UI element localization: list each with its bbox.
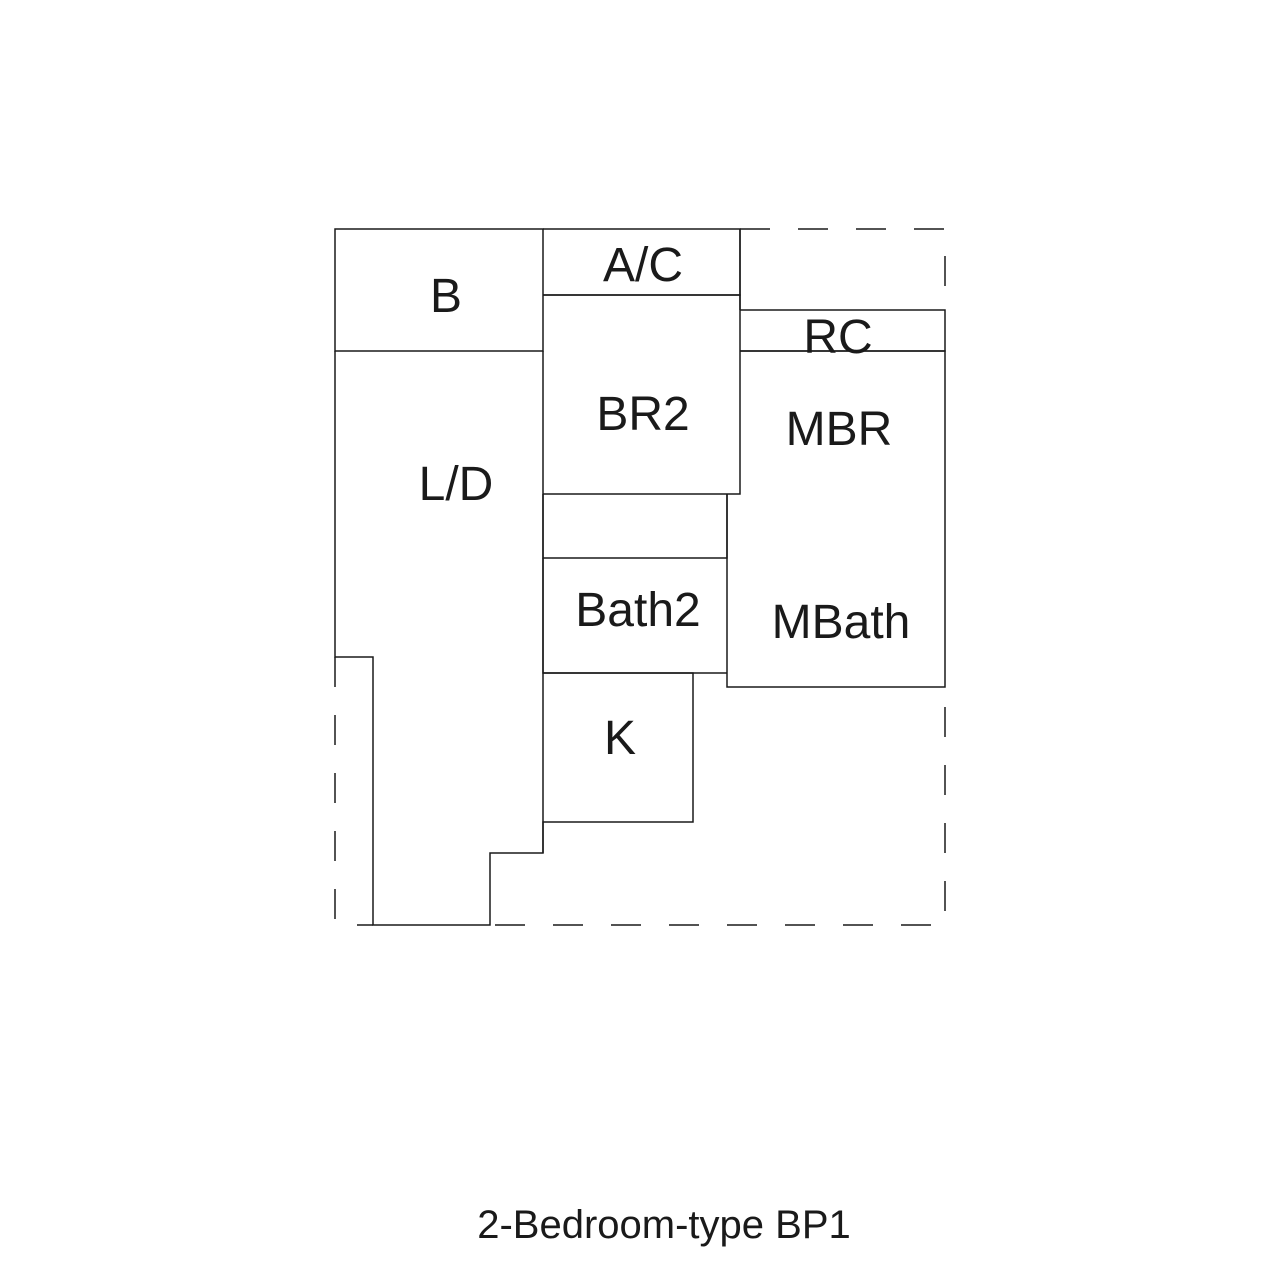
room-label-k: K <box>604 712 636 765</box>
wall-corridor <box>542 494 728 559</box>
room-label-rc: RC <box>803 311 872 364</box>
room-label-mbr: MBR <box>786 403 893 456</box>
room-label-ld: L/D <box>419 458 494 511</box>
wall-master-block <box>726 350 946 688</box>
room-label-mbath: MBath <box>772 596 911 649</box>
room-label-bath2: Bath2 <box>575 584 700 637</box>
plan-caption: 2-Bedroom-type BP1 <box>477 1203 851 1247</box>
wall-kitchen <box>542 672 694 853</box>
room-label-b: B <box>430 270 462 323</box>
walls <box>334 228 946 926</box>
room-label-ac: A/C <box>603 239 683 292</box>
wall-living-dining <box>334 351 544 926</box>
wall-br2 <box>543 294 741 495</box>
room-label-br2: BR2 <box>596 388 689 441</box>
boundary-dashed <box>334 228 946 926</box>
